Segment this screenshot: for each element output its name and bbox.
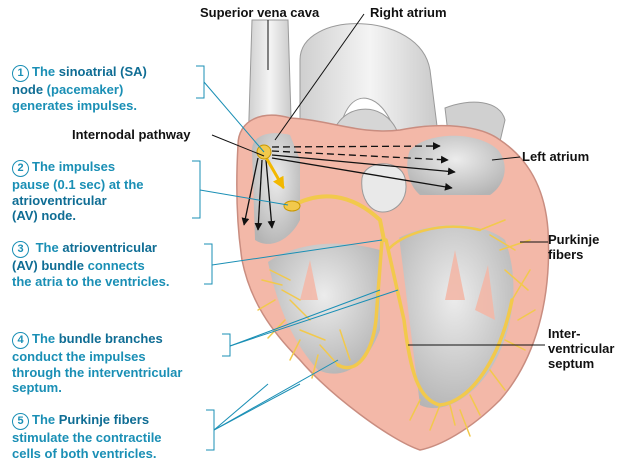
step-text-segment: The [32,331,59,346]
left-atrium-chamber [407,135,505,195]
step-number-badge: 2 [12,160,29,177]
step-text-segment: cells of both ventricles. [12,445,157,461]
step-1-line: node (pacemaker) [12,82,147,98]
leader-internodal [211,134,265,157]
step-3-line: (AV) bundle connects [12,258,170,274]
bracket-step-1 [196,65,205,99]
step-number-badge: 1 [12,65,29,82]
av-bundle [294,194,386,242]
step-4-line: conduct the impulses [12,349,182,365]
right-bundle-branch [336,238,384,370]
step-text-segment: pause (0.1 sec) at the [12,177,144,192]
step-4-line: through the interventricular [12,365,182,381]
label-interventricular-septum: Inter- ventricular septum [548,326,614,371]
step-text-segment: stimulate the contractile [12,430,162,445]
arrow-dashed-2 [271,150,449,164]
callout-4a [229,289,381,347]
step-text-segment: (pacemaker) [43,82,124,97]
left-anterior-branch [386,225,482,252]
bracket-step-2 [192,160,201,219]
right-ventricle-chamber [268,243,380,374]
step-5-line: stimulate the contractile [12,430,162,446]
label-superior-vena-cava: Superior vena cava [200,5,320,20]
step-number-badge: 3 [12,241,29,258]
callout-5c [213,359,339,431]
callout-3 [211,239,383,266]
arrow-solid-1 [271,154,456,176]
step-text-segment: through the interventricular [12,364,183,380]
label-ivs-line-1: Inter- [548,326,581,341]
arrow-down-2 [254,159,263,231]
label-purkinje-line-1: Purkinje [548,232,600,247]
left-ventricle-chamber [395,225,514,409]
step-term: bundle branches [58,331,163,346]
step-text-segment: conduct the impulses [12,349,146,364]
callout-lines [192,65,399,451]
step-term: (AV) bundle [12,258,84,273]
step-3-text: 3 The atrioventricular(AV) bundle connec… [12,240,170,289]
step-text-segment: generates impulses. [12,97,137,113]
label-ivs-line-3: septum [548,356,595,371]
callout-2 [199,189,289,206]
label-purkinje-fibers: Purkinje fibers [548,232,599,262]
step-term: Purkinje fibers [58,412,150,427]
step-term: (AV) node. [12,208,77,223]
step-term: node [12,82,44,97]
step-text-segment: connects [83,258,145,273]
step-text-segment: septum. [12,380,62,395]
leader-ra [274,13,365,141]
arrow-down-3 [265,159,276,229]
internodal-pathway [262,152,285,190]
label-internodal-pathway: Internodal pathway [72,127,191,142]
step-4-line: septum. [12,380,182,396]
step-term: atrioventricular [12,192,107,208]
step-1-line: generates impulses. [12,98,147,114]
impulse-arrows [241,142,456,231]
callout-1 [203,81,265,153]
step-text-segment: The impulses [32,159,116,174]
label-purkinje-line-2: fibers [548,247,584,262]
step-text-segment: The [32,240,63,255]
step-text-segment: the atria to the ventricles. [12,273,170,289]
bracket-step-5 [206,409,215,451]
callout-4b [229,289,399,347]
step-2-line: (AV) node. [12,208,144,224]
step-5-line: cells of both ventricles. [12,446,162,462]
step-term: sinoatrial (SA) [58,64,147,79]
papillary-muscles [300,250,495,320]
arrow-solid-2 [271,157,453,191]
step-text-segment: The [32,64,59,79]
step-term: atrioventricular [62,240,157,255]
leader-la [491,156,521,161]
step-2-line: pause (0.1 sec) at the [12,177,144,193]
step-number-badge: 5 [12,413,29,430]
leader-lines [211,13,548,346]
step-3-line: 3 The atrioventricular [12,240,170,258]
arrow-dashed-1 [271,142,441,150]
step-3-line: the atria to the ventricles. [12,274,170,290]
step-number-badge: 4 [12,332,29,349]
av-node [283,200,301,212]
step-text-segment: The [32,412,59,427]
aortic-root [361,163,407,213]
label-right-atrium: Right atrium [370,5,447,20]
bracket-step-3 [204,243,213,285]
step-2-line: atrioventricular [12,193,144,209]
bracket-step-4 [222,333,231,357]
arrow-down-1 [241,157,259,226]
label-ivs-line-2: ventricular [548,341,615,356]
label-left-atrium: Left atrium [522,149,590,164]
callout-5a [213,383,269,431]
